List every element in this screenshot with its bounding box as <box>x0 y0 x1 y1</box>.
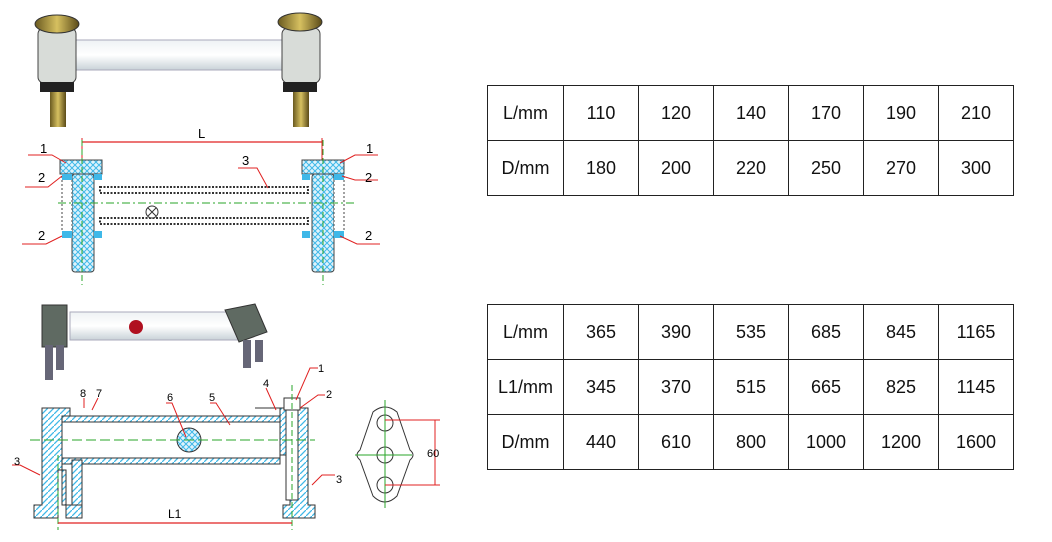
table-cell: 170 <box>788 85 864 141</box>
table-row: L/mm 110 120 140 170 190 210 <box>487 85 1014 141</box>
table-cell: 220 <box>713 140 789 196</box>
spec-table-2: L/mm 365 390 535 685 845 1165 L1/mm 345 … <box>487 304 1014 470</box>
part-label: L <box>198 126 205 141</box>
table-row: L/mm 365 390 535 685 845 1165 <box>487 304 1014 360</box>
spec-table-1: L/mm 110 120 140 170 190 210 D/mm 180 20… <box>487 85 1014 196</box>
part-label: 2 <box>365 170 372 185</box>
row-header: L1/mm <box>487 359 564 415</box>
table-cell: 110 <box>563 85 639 141</box>
table-cell: 120 <box>638 85 714 141</box>
sectional-drawing-1: L 1 1 2 2 2 <box>22 126 380 285</box>
table-row: D/mm 440 610 800 1000 1200 1600 <box>487 414 1014 470</box>
part-label: 2 <box>365 228 372 243</box>
part-label: 1 <box>318 363 324 375</box>
table-cell: 1165 <box>938 304 1014 360</box>
table-cell: 180 <box>563 140 639 196</box>
table-cell: 1600 <box>938 414 1014 470</box>
table-row: L1/mm 345 370 515 665 825 1145 <box>487 359 1014 415</box>
part-label: 60 <box>427 448 439 460</box>
part-label: 3 <box>242 153 249 168</box>
part-label: 7 <box>96 388 102 400</box>
part-label: 1 <box>366 141 373 156</box>
table-cell: 200 <box>638 140 714 196</box>
table-cell: 665 <box>788 359 864 415</box>
part-label: 6 <box>167 392 173 404</box>
table-cell: 370 <box>638 359 714 415</box>
table-cell: 250 <box>788 140 864 196</box>
part-label: 5 <box>209 392 215 404</box>
table-cell: 390 <box>638 304 714 360</box>
sight-glass-photo-1 <box>34 12 323 127</box>
row-header: L/mm <box>487 85 564 141</box>
table-cell: 1145 <box>938 359 1014 415</box>
part-label: 3 <box>14 456 20 468</box>
table-cell: 1000 <box>788 414 864 470</box>
part-label: L1 <box>168 507 182 521</box>
part-label: 2 <box>326 389 332 401</box>
table-cell: 1200 <box>863 414 939 470</box>
table-cell: 270 <box>863 140 939 196</box>
sight-glass-photo-2 <box>41 303 268 380</box>
part-label: 2 <box>38 170 45 185</box>
part-label: 4 <box>263 378 269 390</box>
table-cell: 300 <box>938 140 1014 196</box>
table-row: D/mm 180 200 220 250 270 300 <box>487 140 1014 196</box>
table-cell: 190 <box>863 85 939 141</box>
row-header: D/mm <box>487 140 564 196</box>
table-cell: 140 <box>713 85 789 141</box>
part-label: 1 <box>40 141 47 156</box>
part-label: 3 <box>336 474 342 486</box>
table-cell: 365 <box>563 304 639 360</box>
sectional-drawing-2: L1 3 3 1 2 4 5 6 7 8 60 <box>12 363 440 530</box>
table-cell: 685 <box>788 304 864 360</box>
table-cell: 440 <box>563 414 639 470</box>
table-cell: 345 <box>563 359 639 415</box>
part-label: 8 <box>80 388 86 400</box>
table-cell: 825 <box>863 359 939 415</box>
row-header: D/mm <box>487 414 564 470</box>
table-cell: 515 <box>713 359 789 415</box>
table-cell: 845 <box>863 304 939 360</box>
table-cell: 535 <box>713 304 789 360</box>
table-cell: 210 <box>938 85 1014 141</box>
part-label: 2 <box>38 228 45 243</box>
row-header: L/mm <box>487 304 564 360</box>
table-cell: 800 <box>713 414 789 470</box>
table-cell: 610 <box>638 414 714 470</box>
